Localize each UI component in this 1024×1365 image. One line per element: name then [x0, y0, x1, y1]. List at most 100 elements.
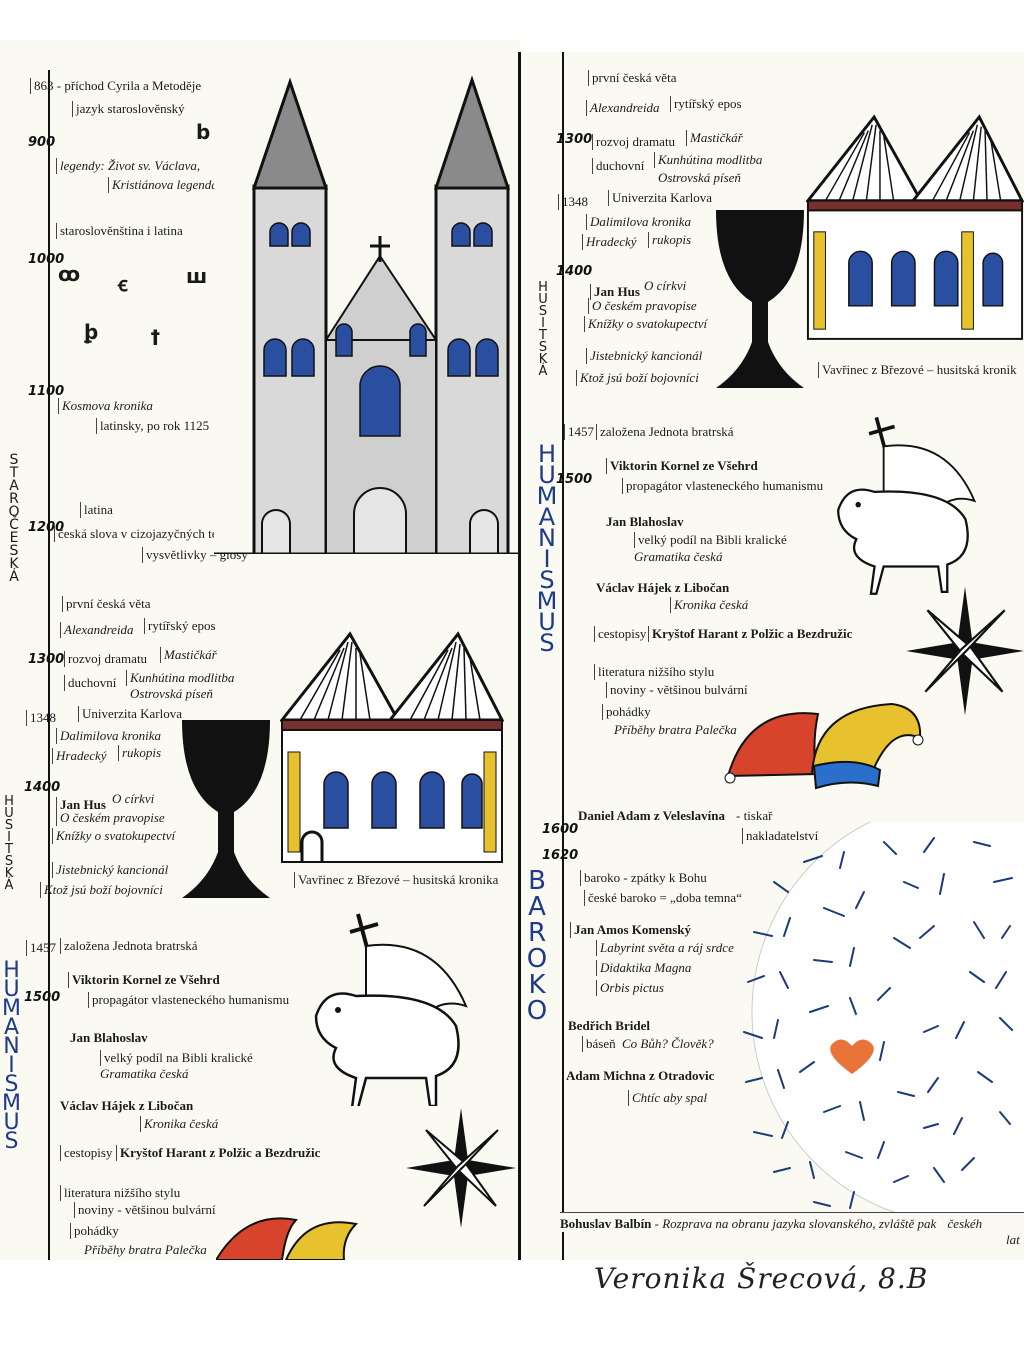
labyrinth-heart-drawing — [743, 822, 1024, 1222]
r-text-literatura: literatura nižšího stylu — [594, 664, 714, 680]
text-dalimilova: Dalimilova kronika — [56, 728, 161, 744]
r-balbin-line: Bohuslav Balbín - Rozprava na obranu jaz… — [560, 1212, 1024, 1232]
r-text-propagator: propagátor vlasteneckého humanismu — [622, 478, 823, 494]
r-text-jistebnicky: Jistebnický kancionál — [586, 348, 702, 364]
text-kosmova: Kosmova kronika — [58, 398, 153, 414]
text-velky-podil: velký podíl na Bibli kralické — [100, 1050, 253, 1066]
r-text-rukopis: rukopis — [648, 232, 691, 248]
r-text-velky-podil: velký podíl na Bibli kralické — [634, 532, 787, 548]
r-text-vavrinec: Vavřinec z Březové – husitská kronik — [818, 362, 1017, 378]
r-text-balbin: Bohuslav Balbín — [560, 1216, 652, 1231]
r-text-hajek: Václav Hájek z Libočan — [596, 580, 730, 595]
era-baroko-label: BAROKO — [522, 866, 552, 1022]
text-vavrinec: Vavřinec z Březové – husitská kronika — [294, 872, 498, 888]
year-1457-label: 1457 — [26, 940, 56, 956]
r-text-cestopisy: cestopisy — [594, 626, 646, 642]
r-text-jednota: založena Jednota bratrská — [596, 424, 734, 440]
r-text-tiskar: - tiskař — [736, 808, 773, 823]
compass-star-drawing — [406, 1108, 516, 1228]
author-signature: Veronika Šrecová, 8.B — [594, 1262, 929, 1295]
text-jan-hus: Jan Hus — [56, 797, 106, 813]
r-text-ceske-baroko: české baroko = „doba temna“ — [584, 890, 742, 906]
jester-hat-partial-drawing — [216, 1217, 359, 1260]
r-text-rytirsky: rytířský epos — [670, 96, 742, 112]
r-gothic-chapel-drawing — [806, 114, 1024, 340]
r-text-komensky: Jan Amos Komenský — [570, 922, 691, 938]
r-compass-star-drawing — [906, 586, 1024, 716]
chalice-drawing — [182, 720, 270, 898]
year-1348-label: 1348 — [26, 710, 56, 726]
right-timeline-sheet: HUSITSKÁ HUMANISMUS BAROKO 1300 1400 150… — [520, 52, 1024, 1260]
r-text-ceskeh: českéh — [947, 1216, 983, 1231]
r-lamb-with-flag-drawing — [837, 416, 977, 595]
text-alexandreida: Alexandreida — [60, 622, 134, 638]
r-text-chtic: Chtíc aby spal — [628, 1090, 707, 1106]
text-kronika-ceska: Kronika česká — [140, 1116, 218, 1132]
text-blahoslav: Jan Blahoslav — [70, 1030, 148, 1045]
left-axis — [48, 70, 50, 1260]
r-text-o-cirkvi: O církvi — [644, 278, 687, 293]
r-text-viktorin: Viktorin Kornel ze Všehrd — [606, 458, 758, 474]
text-rytirsky: rytířský epos — [144, 618, 216, 634]
gothic-church-drawing — [214, 76, 520, 554]
r-text-prvni-veta: první česká věta — [588, 70, 676, 86]
r-text-basen: báseň — [582, 1036, 616, 1052]
r-text-hradecky: Hradecký — [582, 234, 637, 250]
r-text-jan-hus: Jan Hus — [590, 284, 640, 300]
text-ktoz: Ktož jsú boží bojovníci — [40, 882, 163, 898]
r-text-adam: Daniel Adam z Veleslavína — [578, 808, 725, 823]
r-chalice-drawing — [716, 210, 804, 388]
text-kunhutina: Kunhútina modlitba — [126, 670, 234, 686]
text-viktorin: Viktorin Kornel ze Všehrd — [68, 972, 220, 988]
text-ceska-slova: česká slova v cizojazyčných textech — [54, 526, 246, 542]
era-humanismus-label-left: HUMANISMUS — [0, 958, 24, 1148]
year-1620-right: 1620 — [542, 848, 579, 863]
text-noviny: noviny - většinou bulvární — [74, 1202, 216, 1218]
year-1300: 1300 — [28, 652, 65, 667]
right-axis — [562, 52, 564, 1260]
r-text-didaktika: Didaktika Magna — [596, 960, 691, 976]
text-jistebnicky: Jistebnický kancionál — [52, 862, 168, 878]
text-palecek: Příběhy bratra Palečka — [84, 1242, 207, 1257]
glyph-5: ꝧ — [84, 320, 99, 344]
year-1400: 1400 — [24, 780, 61, 795]
r-text-alexandreida: Alexandreida — [586, 100, 660, 116]
year-1500: 1500 — [24, 990, 61, 1005]
glyph-3: ꞓ — [118, 272, 128, 296]
text-cestopisy: cestopisy — [60, 1145, 112, 1161]
r-text-univerzita: Univerzita Karlova — [608, 190, 712, 206]
r-text-rozvoj: rozvoj dramatu — [592, 134, 675, 150]
r-text-palecek: Příběhy bratra Palečka — [614, 722, 737, 737]
text-pohadky: pohádky — [70, 1223, 119, 1239]
r-text-gramatika: Gramatika česká — [634, 549, 723, 564]
r-text-michna: Adam Michna z Otradovic — [566, 1068, 715, 1083]
year-1100: 1100 — [28, 384, 65, 399]
r-text-lat: lat — [1006, 1232, 1020, 1247]
r-text-labyrint: Labyrint světa a ráj srdce — [596, 940, 734, 956]
text-cyril: 863 - příchod Cyrila a Metoděje — [30, 78, 201, 94]
text-rukopis: rukopis — [118, 745, 161, 761]
era-staroceska-label: STAROČESKÁ — [6, 452, 22, 582]
era-husitska-label-left: HUSITSKÁ — [1, 794, 17, 890]
text-staroslov-latina: staroslověnština i latina — [56, 223, 183, 239]
r-text-baroko: baroko - zpátky k Bohu — [580, 870, 707, 886]
r-text-kunhutina: Kunhútina modlitba — [654, 152, 762, 168]
year-1000: 1000 — [28, 252, 65, 267]
era-humanismus-label-right: HUMANISMUS — [533, 440, 561, 650]
r-text-blahoslav: Jan Blahoslav — [606, 514, 684, 529]
r-text-ktoz: Ktož jsú boží bojovníci — [576, 370, 699, 386]
text-jazyk: jazyk staroslověnský — [72, 101, 185, 117]
glyph-4: ш — [186, 264, 208, 288]
r-year-1348-label: 1348 — [558, 194, 588, 210]
r-text-orbis: Orbis pictus — [596, 980, 664, 996]
year-1200: 1200 — [28, 520, 65, 535]
text-literatura: literatura nižšího stylu — [60, 1185, 180, 1201]
text-latinsky: latinsky, po rok 1125 — [96, 418, 209, 434]
text-latina: latina — [80, 502, 113, 518]
text-hradecky: Hradecký — [52, 748, 107, 764]
text-knizky: Knížky o svatokupectví — [52, 828, 175, 844]
r-text-o-ceskem: O českém pravopise — [588, 298, 697, 314]
lamb-with-flag-drawing — [314, 913, 468, 1106]
r-text-nakladatelstvi: nakladatelství — [742, 828, 818, 844]
glyph-b: b — [196, 120, 211, 144]
